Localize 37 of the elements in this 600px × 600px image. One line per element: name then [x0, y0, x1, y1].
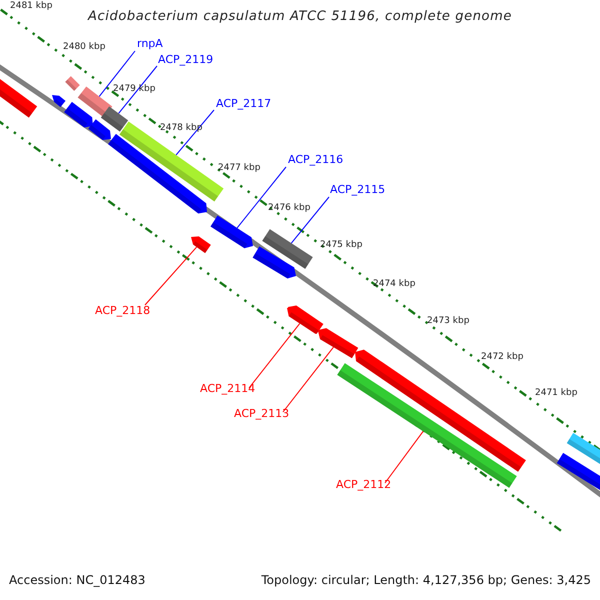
- leader-line: [290, 196, 330, 244]
- gene-label: ACP_2118: [95, 305, 150, 318]
- gene-label: ACP_2115: [330, 184, 386, 196]
- tick-label: 2474 kbp: [373, 280, 416, 290]
- gene-feature: [191, 236, 211, 254]
- gene-label: ACP_2113: [234, 408, 290, 420]
- leader-line: [176, 110, 214, 156]
- gene-feature: [318, 328, 358, 358]
- gene-label: ACP_2117: [216, 98, 272, 110]
- title: Acidobacterium capsulatum ATCC 51196, complete genome: [86, 10, 513, 24]
- tick-label: 2471 kbp: [535, 389, 578, 399]
- tick-label: 2476 kbp: [268, 204, 310, 214]
- tick-label: 2481 kbp: [10, 2, 52, 12]
- gene-label: ACP_2112: [336, 479, 392, 492]
- tick-label: 2479 kbp: [113, 85, 156, 95]
- gene-feature: [100, 106, 128, 132]
- leader-line: [236, 166, 286, 229]
- gene-label: rnpA: [137, 38, 163, 50]
- tick-label: 2477 kbp: [218, 164, 260, 174]
- leader-line: [118, 66, 158, 114]
- tick-label: 2475 kbp: [320, 241, 362, 251]
- footer-text: Topology: circular; Length: 4,127,356 bp; Genes: 3,425: [261, 574, 591, 588]
- leader-line: [282, 346, 334, 412]
- gene-label: ACP_2119: [158, 54, 214, 66]
- gene-label: ACP_2116: [288, 154, 344, 166]
- leader-line: [98, 50, 136, 97]
- gene-feature: [78, 86, 112, 118]
- leader-line: [384, 430, 424, 484]
- leader-line: [248, 323, 300, 388]
- tick-label: 2473 kbp: [427, 317, 470, 327]
- gene-feature: [262, 229, 313, 269]
- footer-text: Accession: NC_012483: [9, 574, 146, 588]
- gene-feature: [210, 216, 253, 248]
- leader-line: [144, 246, 198, 306]
- gene-label: ACP_2114: [200, 383, 256, 396]
- tick-label: 2480 kbp: [63, 43, 106, 53]
- tick-label: 2472 kbp: [481, 353, 524, 363]
